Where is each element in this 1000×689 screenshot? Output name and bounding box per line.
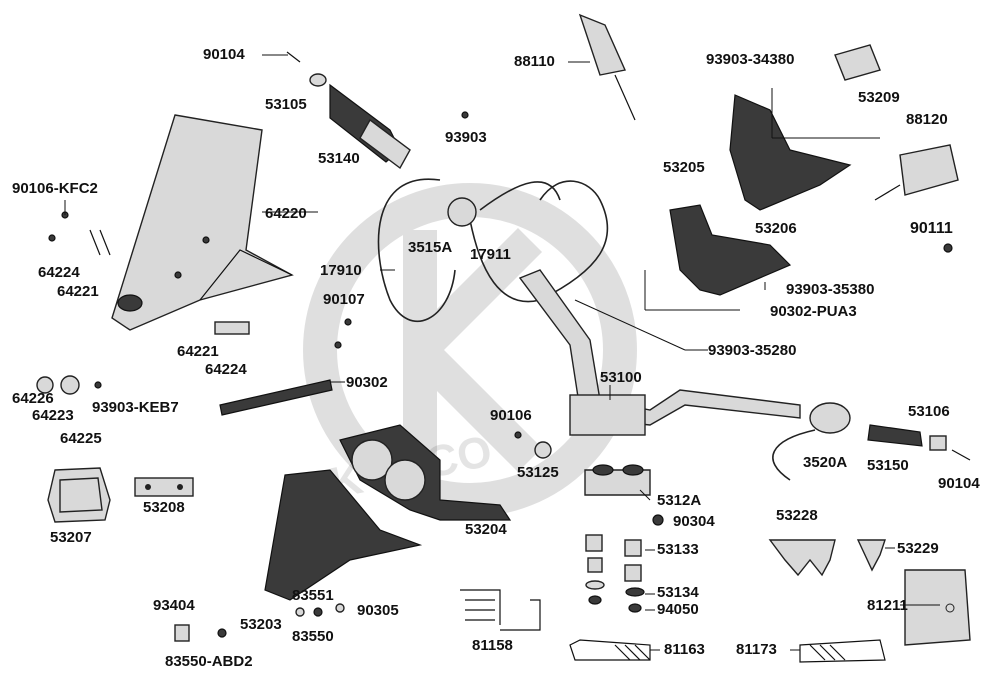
clip-53228: [768, 539, 836, 577]
part-label-64224-b: 64224: [205, 361, 247, 378]
part-label-64223: 64223: [32, 407, 74, 424]
headlight-53207: [47, 467, 111, 523]
plate-81211: [904, 569, 971, 646]
right-switch-3520A: [772, 402, 851, 481]
part-label-53228: 53228: [776, 507, 818, 524]
part-label-90104-b: 90104: [938, 475, 980, 492]
part-label-17910: 17910: [320, 262, 362, 279]
part-label-90111: 90111: [910, 220, 953, 237]
clip-53229: [856, 539, 886, 572]
part-label-53105: 53105: [265, 96, 307, 113]
part-label-90104: 90104: [203, 46, 245, 63]
part-label-90302-PUA3: 90302-PUA3: [770, 303, 857, 320]
part-label-94050: 94050: [657, 601, 699, 618]
part-label-53209: 53209: [858, 89, 900, 106]
spring-81163: [569, 639, 651, 661]
part-label-3520A: 3520A: [803, 454, 848, 471]
part-label-90107: 90107: [323, 291, 365, 308]
part-label-81173: 81173: [736, 641, 777, 658]
part-label-53203: 53203: [240, 616, 282, 633]
part-label-64225: 64225: [60, 430, 102, 447]
part-label-17911: 17911: [470, 246, 511, 263]
part-label-93903: 93903: [445, 129, 487, 146]
spring-81173: [799, 639, 886, 663]
part-label-53150: 53150: [867, 457, 909, 474]
cover-53205: [729, 94, 852, 211]
part-label-90106: 90106: [490, 407, 532, 424]
leader-lines: [64, 54, 940, 651]
part-label-53207: 53207: [50, 529, 92, 546]
part-label-53206: 53206: [755, 220, 797, 237]
part-label-83551: 83551: [292, 587, 334, 604]
part-label-3515A: 3515A: [408, 239, 453, 256]
part-label-90302: 90302: [346, 374, 388, 391]
part-label-88120: 88120: [906, 111, 948, 128]
part-label-53229: 53229: [897, 540, 939, 557]
part-label-83550-ABD2: 83550-ABD2: [165, 653, 253, 670]
windscreen-64220: [111, 114, 294, 331]
throttle-cables: [377, 178, 609, 322]
rubbers-53133: [585, 534, 645, 613]
part-label-53208: 53208: [143, 499, 185, 516]
bracket-53208: [134, 477, 194, 497]
part-label-83550: 83550: [292, 628, 334, 645]
left-grip: [286, 51, 411, 170]
part-label-64226: 64226: [12, 390, 54, 407]
cover-53204: [339, 424, 512, 521]
part-label-53133: 53133: [657, 541, 699, 558]
mirror-88110: [578, 13, 636, 121]
mirror-88120: [874, 144, 959, 201]
cover-53206: [669, 204, 792, 296]
cover-53203: [264, 469, 423, 601]
part-label-90304: 90304: [673, 513, 715, 530]
part-label-53140: 53140: [318, 150, 360, 167]
cover-53209: [834, 44, 881, 81]
part-label-64220: 64220: [265, 205, 307, 222]
part-label-93903-34380: 93903-34380: [706, 51, 795, 68]
part-label-93903-35380: 93903-35380: [786, 281, 875, 298]
part-label-81211: 81211: [867, 597, 908, 614]
part-label-93404: 93404: [153, 597, 195, 614]
part-label-88110: 88110: [514, 53, 555, 70]
spring-81158: [460, 589, 541, 631]
part-label-53205: 53205: [663, 159, 705, 176]
part-label-53125: 53125: [517, 464, 559, 481]
part-label-53106: 53106: [908, 403, 950, 420]
small-hardware: [36, 111, 953, 642]
part-label-81158: 81158: [472, 637, 513, 654]
part-label-64221-b: 64221: [177, 343, 219, 360]
part-label-64221: 64221: [57, 283, 99, 300]
part-label-5312A: 5312A: [657, 492, 702, 509]
part-label-90106-KFC2: 90106-KFC2: [12, 180, 98, 197]
part-label-93903-KEB7: 93903-KEB7: [92, 399, 179, 416]
handlebar-53100: [518, 269, 801, 436]
right-grip-53150: [867, 424, 971, 461]
part-label-53134: 53134: [657, 584, 699, 601]
part-label-93903-35280: 93903-35280: [708, 342, 797, 359]
part-label-90305: 90305: [357, 602, 399, 619]
part-label-64224: 64224: [38, 264, 80, 281]
part-label-53204: 53204: [465, 521, 507, 538]
part-label-53100: 53100: [600, 369, 642, 386]
clamp-5312A: [584, 464, 664, 526]
clips-90302: [219, 379, 333, 416]
part-label-81163: 81163: [664, 641, 705, 658]
